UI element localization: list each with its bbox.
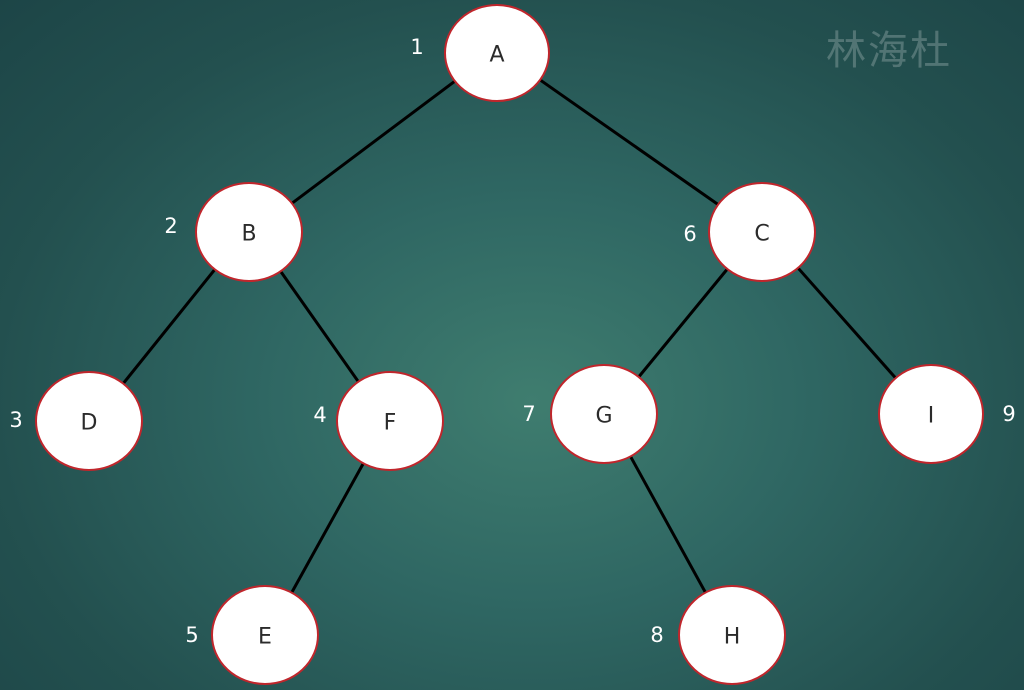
node-i: I [878, 364, 984, 464]
node-e: E [211, 585, 319, 685]
edge-c-g [636, 267, 730, 379]
node-circle-e [211, 585, 319, 685]
node-circle-b [195, 182, 303, 282]
node-label-i: I [928, 404, 935, 429]
edge-f-e [289, 461, 366, 595]
node-b: B [195, 182, 303, 282]
order-label-i: 9 [1002, 402, 1015, 426]
order-label-b: 2 [164, 214, 177, 238]
node-circle-f [336, 371, 444, 471]
node-label-b: B [241, 222, 256, 247]
order-label-d: 3 [9, 408, 22, 432]
edge-b-f [278, 269, 361, 384]
edge-g-h [628, 454, 708, 595]
node-label-c: C [754, 222, 769, 247]
node-h: H [678, 585, 786, 685]
node-d: D [35, 371, 143, 471]
edge-c-i [796, 266, 898, 380]
node-f: F [336, 371, 444, 471]
order-label-f: 4 [313, 403, 326, 427]
node-circle-a [444, 4, 550, 102]
node-label-e: E [258, 625, 272, 650]
order-label-c: 6 [683, 222, 696, 246]
edge-a-c [538, 78, 720, 207]
node-circle-c [708, 182, 816, 282]
node-label-f: F [384, 411, 397, 436]
node-g: G [550, 364, 658, 464]
node-circle-d [35, 371, 143, 471]
node-circle-g [550, 364, 658, 464]
node-a: A [444, 4, 550, 102]
order-label-g: 7 [522, 402, 535, 426]
edge-b-d [121, 267, 217, 386]
order-label-h: 8 [650, 623, 663, 647]
nodes-layer: A B C D F G I E H [35, 4, 984, 685]
edge-a-b [290, 79, 457, 206]
node-circle-i [878, 364, 984, 464]
edges-layer [121, 78, 898, 595]
node-label-a: A [489, 43, 504, 68]
node-circle-h [678, 585, 786, 685]
node-c: C [708, 182, 816, 282]
watermark: 林海杜 [826, 28, 952, 74]
order-labels-layer: 1 2 6 3 4 7 9 5 8 [9, 35, 1015, 647]
node-label-d: D [81, 411, 98, 436]
node-label-g: G [595, 404, 612, 429]
order-label-a: 1 [410, 35, 423, 59]
node-label-h: H [724, 625, 741, 650]
order-label-e: 5 [185, 623, 198, 647]
